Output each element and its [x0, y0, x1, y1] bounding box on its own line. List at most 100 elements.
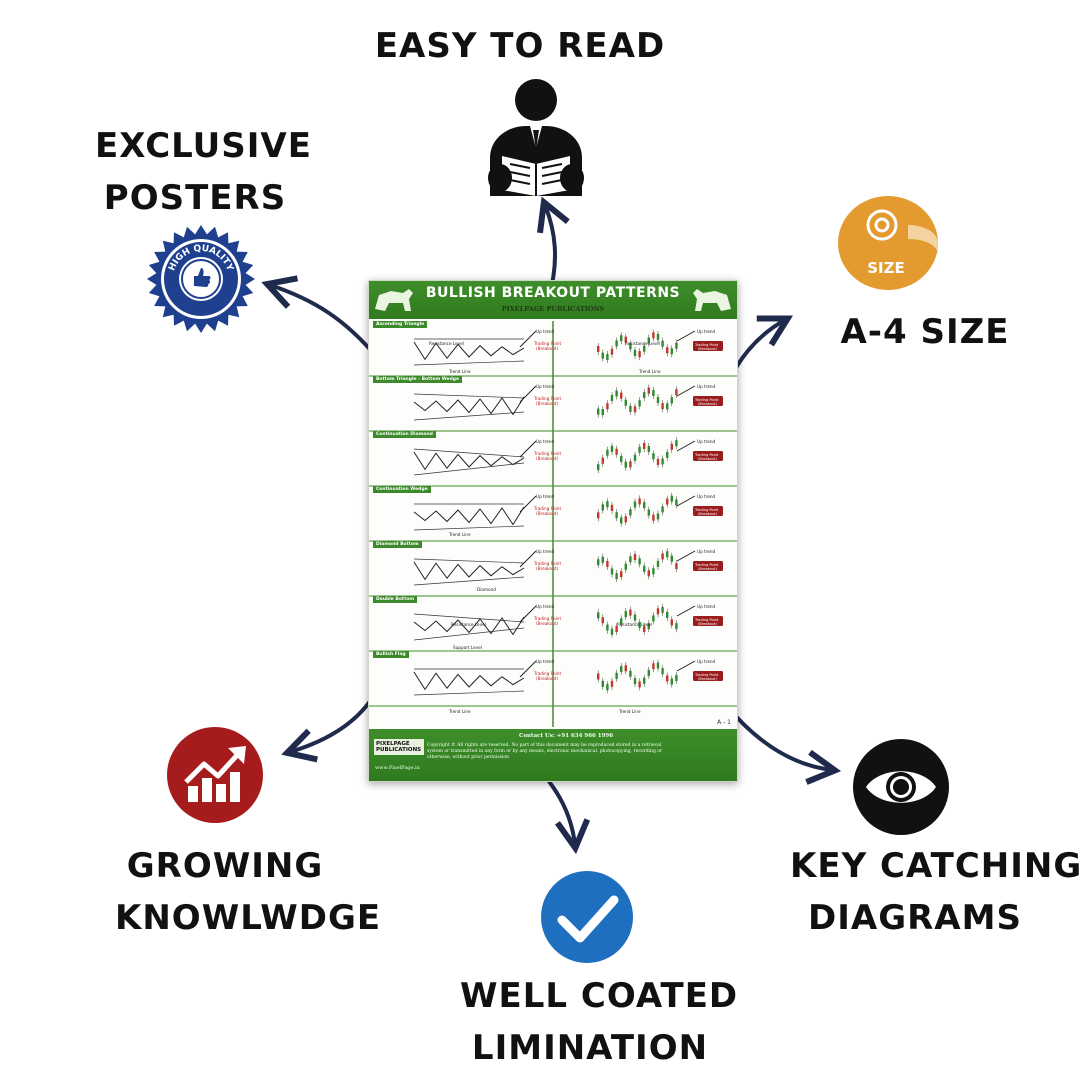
easy-to-read-text: EASY TO READ — [374, 26, 666, 66]
resistance-label: Resistance Level — [451, 622, 486, 627]
candle-body — [666, 347, 669, 354]
candle-body — [615, 672, 618, 679]
trading-point-label: Trading Point — [694, 343, 719, 347]
trend-line-label: Trend Line — [448, 532, 471, 537]
trading-point-label: Trading Point — [533, 341, 561, 346]
candle-body — [620, 335, 623, 342]
diagrams-text: DIAGRAMS — [808, 898, 1022, 938]
trading-point-box — [693, 506, 723, 516]
candle-body — [656, 662, 660, 669]
poster-footer-site: www.PixelPage.in — [375, 765, 420, 771]
trading-point-label: Trading Point — [533, 616, 561, 621]
candle-body — [629, 343, 632, 350]
high-quality-seal-icon: HIGH QUALITY — [146, 224, 256, 334]
candle-body — [643, 502, 646, 509]
trend-line — [413, 558, 525, 564]
breakout-label: (Breakout) — [698, 567, 718, 571]
poster-title: BULLISH BREAKOUT PATTERNS — [425, 285, 681, 301]
resistance-label: Resistance Level — [429, 341, 464, 346]
candle-body — [601, 617, 604, 624]
trend-line — [413, 462, 525, 476]
up-trend-label: Up trend — [536, 384, 555, 389]
up-trend-label: Up trend — [697, 439, 716, 444]
candle-body — [652, 615, 655, 622]
candle-body — [633, 501, 637, 508]
candle-body — [661, 403, 664, 410]
easy-to-read-label: EASY TO READ — [370, 20, 670, 72]
trading-point-label: Trading Point — [694, 398, 719, 402]
candle-body — [597, 464, 600, 471]
candle-body — [670, 555, 673, 562]
candle-body — [661, 458, 664, 465]
resistance-label: Resistance Level — [625, 341, 660, 346]
candle-body — [629, 609, 632, 616]
breakout-line — [519, 440, 537, 458]
trend-line — [413, 411, 525, 421]
candle-body — [638, 681, 641, 688]
candle-body — [661, 340, 664, 347]
candle-body — [652, 453, 655, 460]
candle-body — [656, 396, 660, 403]
trend-line — [413, 360, 525, 366]
candle-body — [656, 560, 660, 567]
breakout-line — [676, 495, 696, 507]
candle-body — [620, 571, 623, 578]
breakout-line — [519, 495, 537, 513]
breakout-label: (Breakout) — [536, 676, 558, 681]
exclusive-text: EXCLUSIVE — [95, 126, 312, 166]
breakout-label: (Breakout) — [698, 512, 718, 516]
trading-point-label: Trading Point — [694, 563, 719, 567]
pattern-line — [413, 451, 525, 471]
up-trend-label: Up trend — [697, 384, 716, 389]
breakout-label: (Breakout) — [698, 622, 718, 626]
candle-body — [610, 445, 614, 452]
candle-body — [647, 623, 650, 630]
trading-point-label: Trading Point — [694, 508, 719, 512]
key-catching-label: KEY CATCHING DIAGRAMS — [790, 840, 1080, 944]
candle-body — [606, 403, 609, 410]
candle-body — [620, 517, 623, 524]
candle-body — [675, 389, 678, 396]
breakout-label: (Breakout) — [536, 346, 558, 351]
breakout-line — [676, 330, 696, 342]
pattern-line — [413, 341, 525, 361]
breakout-label: (Breakout) — [536, 621, 558, 626]
poster-page-number: A - 1 — [717, 719, 731, 726]
pattern-line — [413, 561, 525, 581]
candle-body — [638, 558, 641, 565]
candle-body — [629, 556, 632, 563]
candle-body — [610, 628, 614, 635]
tape-measure-icon: SIZE — [838, 196, 938, 290]
candle-body — [643, 345, 646, 352]
candle-body — [601, 556, 604, 563]
candle-body — [601, 352, 604, 359]
pattern-line — [413, 396, 525, 416]
candle-body — [661, 668, 664, 675]
poster-subtitle: PIXELPAGE PUBLICATIONS — [501, 305, 605, 313]
a4-size-text: A-4 SIZE — [840, 312, 1010, 352]
trading-point-box — [693, 451, 723, 461]
trading-point-label: Trading Point — [694, 618, 719, 622]
person-reading-icon — [488, 79, 584, 196]
candle-body — [606, 501, 609, 508]
candle-body — [629, 670, 632, 677]
diamond-label: Diamond — [477, 587, 496, 592]
candle-body — [643, 565, 646, 572]
trend-line — [413, 448, 525, 458]
support-label: Support Level — [453, 645, 482, 650]
trading-point-box — [693, 616, 723, 626]
candle-body — [601, 409, 604, 416]
candle-body — [661, 553, 664, 560]
section-label: Double Bottom — [373, 596, 418, 603]
breakout-label: (Breakout) — [698, 402, 718, 406]
up-trend-label: Up trend — [697, 329, 716, 334]
candle-body — [610, 395, 614, 402]
eye-icon — [853, 739, 949, 835]
candle-body — [633, 678, 637, 685]
candle-body — [633, 454, 637, 461]
section-label: Diamond Bottom — [373, 541, 422, 548]
breakout-line — [676, 550, 696, 562]
breakout-line — [676, 385, 696, 397]
candle-body — [629, 509, 632, 516]
candle-body — [601, 457, 604, 464]
